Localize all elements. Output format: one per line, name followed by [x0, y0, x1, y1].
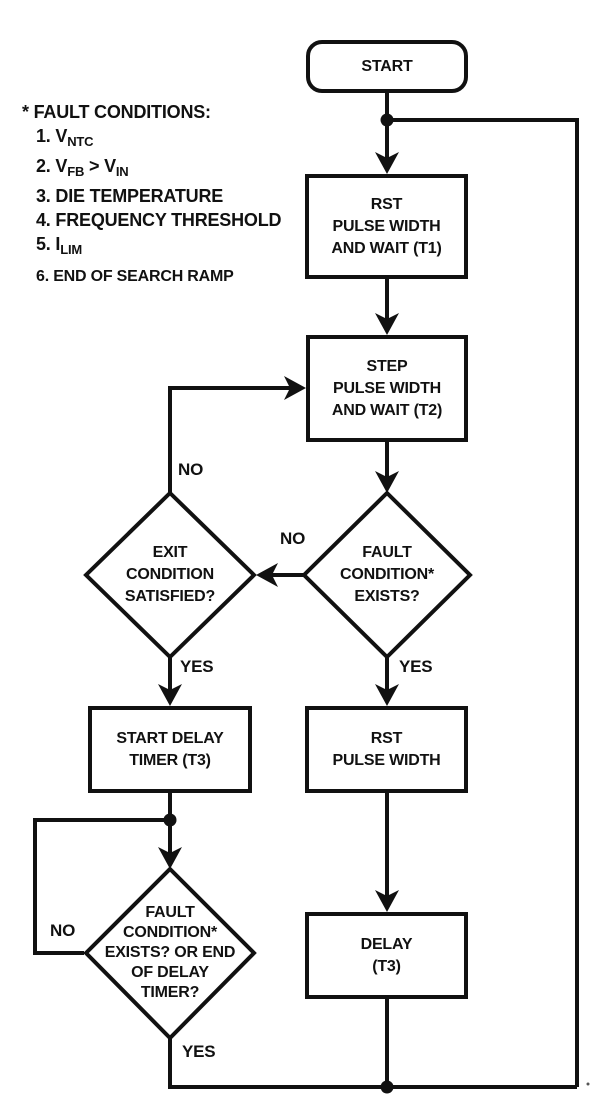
fault-conditions-title: * FAULT CONDITIONS: [22, 102, 211, 122]
fault-item-2-text2: > V [84, 156, 116, 176]
fault-no-label: NO [280, 529, 306, 548]
edge-exit-no-to-step [168, 386, 300, 493]
fault-item-3: 3. DIE TEMPERATURE [36, 186, 224, 206]
delay-check-yes-label: YES [182, 1042, 216, 1061]
edge-check-yes-bottom [168, 1038, 577, 1089]
fault-yes-label: YES [399, 657, 433, 676]
arrowhead-into-delay [375, 890, 399, 912]
arrowhead-into-fault [375, 471, 399, 493]
junction-dot-bottom [380, 1080, 394, 1094]
fault-item-2-sub2: IN [115, 164, 129, 179]
arrowhead-into-exit [256, 563, 278, 587]
edge-check-no-loop [33, 818, 170, 955]
arrowhead-into-delaytimer [158, 684, 182, 706]
exit-condition-label: EXIT CONDITION SATISFIED? [124, 544, 216, 605]
delay-node: DELAY (T3) [305, 912, 468, 999]
delay-check-no-label: NO [50, 921, 76, 940]
junction-dot-delaytimer [163, 813, 177, 827]
start-node: START [306, 40, 468, 93]
fault-item-2-sub: FB [67, 164, 85, 179]
exit-no-label: NO [178, 460, 204, 479]
junction-dot-top [380, 113, 394, 127]
fault-item-5-sub: LIM [60, 242, 83, 257]
fault-item-5-text: 5. I [36, 234, 61, 254]
arrowhead-into-rstpw [375, 684, 399, 706]
fault-item-1: 1. VNTC [22, 124, 281, 154]
fault-item-2: 2. VFB > VIN [22, 154, 281, 184]
rst-pulse-width-node: RST PULSE WIDTH [305, 706, 468, 793]
fault-item-5: 5. ILIM [22, 232, 281, 262]
fault-item-1-sub: NTC [67, 134, 94, 149]
delay-check-label: FAULT CONDITION* EXISTS? OR END OF DELAY… [104, 904, 236, 1001]
delay-check-diamond [83, 866, 257, 1041]
fault-item-6: 6. END OF SEARCH RAMP [36, 268, 234, 285]
fault-item-1-text: 1. V [36, 126, 68, 146]
arrowhead-into-step-left [284, 376, 306, 400]
fault-item-2-text: 2. V [36, 156, 68, 176]
rst-pulse-width-wait-node: RST PULSE WIDTH AND WAIT (T1) [305, 174, 468, 279]
exit-condition-diamond [83, 490, 257, 660]
arrowhead-into-rst [375, 152, 399, 174]
fault-item-4: 4. FREQUENCY THRESHOLD [36, 210, 282, 230]
start-delay-timer-node: START DELAY TIMER (T3) [88, 706, 252, 793]
edge-return-loop-right [387, 118, 579, 1087]
step-pulse-width-wait-node: STEP PULSE WIDTH AND WAIT (T2) [306, 335, 468, 442]
fault-exists-label: FAULT CONDITION* EXISTS? [339, 544, 434, 605]
fault-exists-diamond [301, 490, 473, 660]
exit-yes-label: YES [180, 657, 214, 676]
stray-mark [586, 1082, 590, 1086]
arrowhead-into-step [375, 313, 399, 335]
arrowhead-into-check [158, 847, 182, 869]
fault-conditions-note: * FAULT CONDITIONS: 1. VNTC 2. VFB > VIN… [22, 100, 282, 289]
